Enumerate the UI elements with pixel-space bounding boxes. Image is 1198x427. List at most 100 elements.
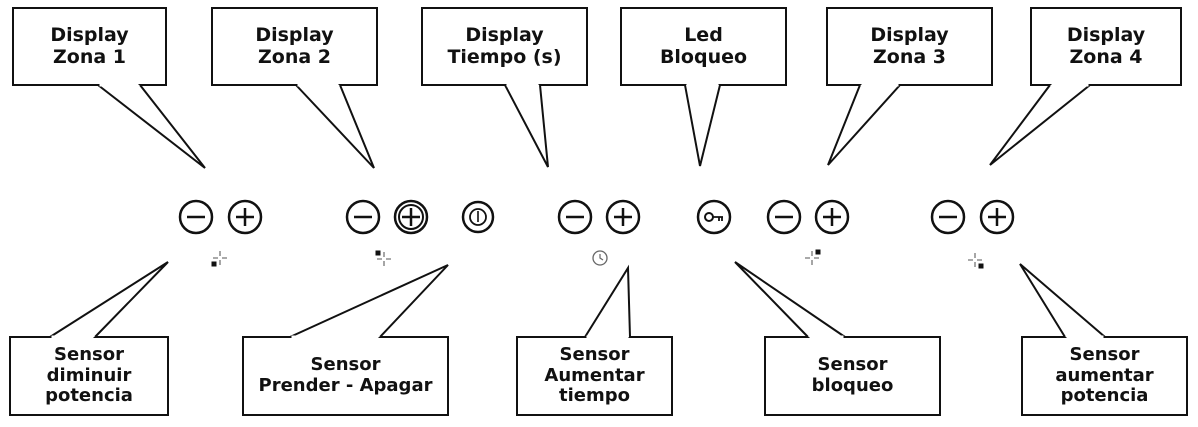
display-zona-2-callout-pointer [295,84,375,169]
zone-1-minus-button[interactable] [178,199,214,235]
zone-2-minus-button[interactable] [345,199,381,235]
display-zona-4-callout-box [1030,7,1182,86]
sensor-prender-apagar-callout [242,264,449,416]
display-zona-4-label-line: Display [1066,23,1146,46]
clock-icon [592,250,608,266]
lock-button[interactable] [696,199,732,235]
zone-4-plus-button[interactable] [979,199,1015,235]
sensor-aumentar-tiempo-label-line: Sensor [559,343,630,365]
display-tiempo-callout [421,7,588,168]
display-tiempo-label-line: Display [465,23,544,46]
display-zona-1-label-line: Zona 1 [52,45,126,68]
sensor-diminuir-potencia-callout-pointer [49,261,169,338]
top-callouts [12,7,1182,169]
cooking-zone-position-icon [211,251,227,267]
display-zona-1-callout-pointer [97,84,206,169]
led-bloqueo-callout-box [620,7,787,86]
display-zona-3-callout-box [826,7,993,86]
zone-4-minus-button[interactable] [930,199,966,235]
sensor-bloqueo-label-line: bloqueo [811,375,894,396]
zone-2-plus-button[interactable] [393,199,429,235]
sensor-prender-apagar-callout-box [242,336,449,416]
timer-clock-icon [592,250,608,266]
sensor-bloqueo-callout [734,261,941,416]
display-zona-3-label-line: Display [870,23,949,46]
sensor-aumentar-tiempo-label-line: tiempo [559,385,630,407]
sensor-bloqueo-label-line: Sensor [817,354,888,376]
sensor-aumentar-tiempo-label-line: Aumentar [544,364,645,386]
minus-icon [178,199,214,235]
zone-3-plus-button[interactable] [814,199,850,235]
touch-controls [178,199,1015,235]
zone-3-minus-button[interactable] [766,199,802,235]
display-zona-2-callout-box [211,7,378,86]
plus-icon [605,199,641,235]
plus-icon [227,199,263,235]
bottom-callouts [9,261,1188,416]
timer-plus-button[interactable] [605,199,641,235]
sensor-diminuir-potencia-label-line: Sensor [54,343,124,365]
display-zona-1-callout [12,7,206,169]
minus-icon [930,199,966,235]
display-zona-4-callout-pointer [989,84,1091,166]
minus-icon [345,199,381,235]
sensor-aumentar-tiempo-callout-pointer [584,264,631,338]
plus-icon [979,199,1015,235]
sensor-aumentar-potencia-callout-box [1021,336,1188,416]
zone-1-position-icon [211,251,227,267]
sensor-prender-apagar-label-line: Sensor [310,354,381,376]
sensor-diminuir-potencia-callout-box [9,336,169,416]
cooking-zone-position-icon [375,250,391,266]
display-zona-4-label-line: Zona 4 [1069,45,1143,68]
display-zona-1-label-line: Display [50,23,129,46]
sensor-aumentar-potencia-callout-pointer [1019,263,1106,338]
led-bloqueo-label-line: Bloqueo [659,45,748,68]
display-zona-1-callout-box [12,7,167,86]
display-tiempo-label-line: Tiempo (s) [447,45,562,68]
sensor-aumentar-potencia-callout [1019,263,1188,416]
display-tiempo-callout-box [421,7,588,86]
plus-icon [393,199,429,235]
sensor-prender-apagar-callout-pointer [289,264,449,338]
cooking-zone-position-icon [805,249,821,265]
sensor-diminuir-potencia-label-line: diminuir [46,364,132,386]
display-zona-3-callout-pointer [827,84,901,166]
led-bloqueo-callout [620,7,787,167]
zone-4-position-icon [968,253,984,269]
cooking-zone-position-icon [968,253,984,269]
zone-indicators [211,249,984,269]
sensor-aumentar-tiempo-callout [516,264,673,416]
display-zona-3-callout [826,7,993,166]
display-zona-2-label-line: Zona 2 [257,45,331,68]
timer-minus-button[interactable] [557,199,593,235]
led-bloqueo-callout-pointer [684,84,721,167]
display-zona-2-callout [211,7,378,169]
minus-icon [766,199,802,235]
key-icon [696,199,732,235]
power-icon [461,200,495,234]
display-zona-4-callout [989,7,1182,166]
zone-1-plus-button[interactable] [227,199,263,235]
sensor-prender-apagar-label-line: Prender - Apagar [258,375,433,396]
sensor-aumentar-potencia-label-line: aumentar [1055,364,1154,386]
sensor-bloqueo-callout-pointer [734,261,846,338]
sensor-aumentar-potencia-label-line: Sensor [1069,343,1140,365]
power-button[interactable] [461,200,495,234]
display-zona-2-label-line: Display [255,23,334,46]
sensor-aumentar-potencia-label-line: potencia [1060,385,1149,407]
zone-2-position-icon [375,250,391,266]
led-bloqueo-label-line: Led [684,23,723,46]
sensor-bloqueo-callout-box [764,336,941,416]
